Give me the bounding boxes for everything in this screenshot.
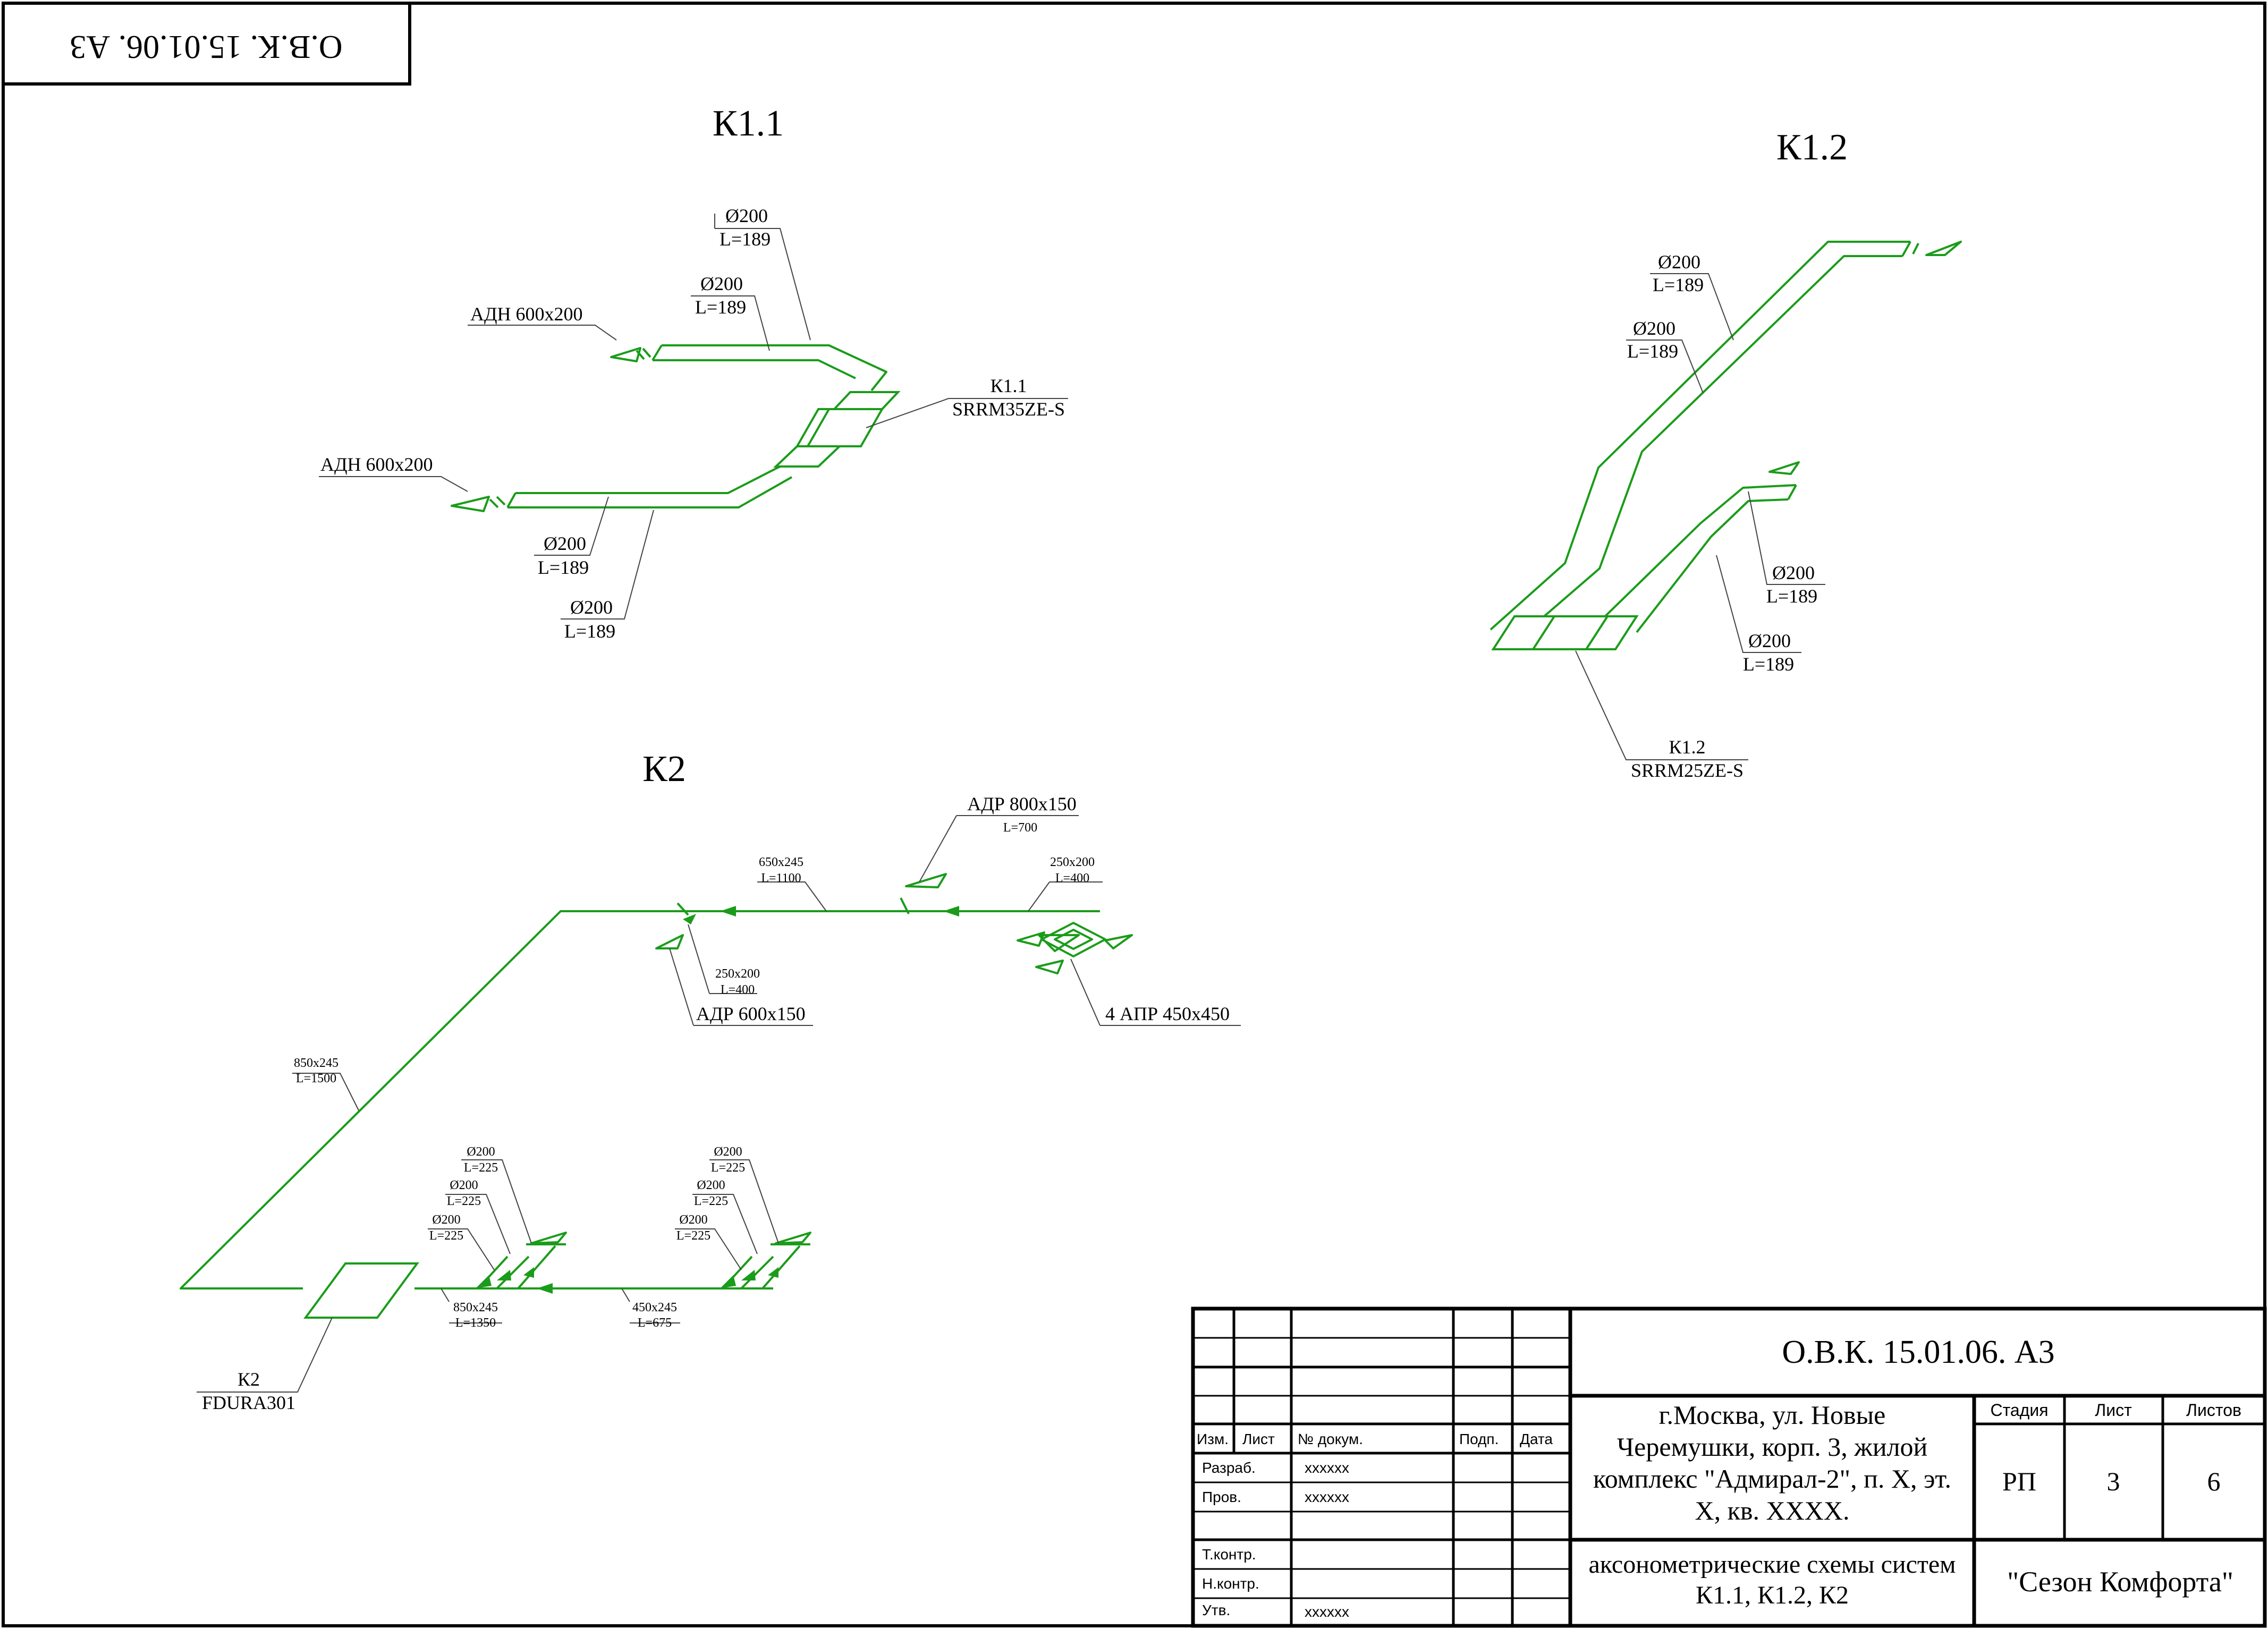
k11-label-d3: Ø200 (544, 533, 586, 554)
k12-label-l1: L=189 (1653, 274, 1704, 295)
k12-label-l2: L=189 (1627, 341, 1678, 362)
k2-top-run-size: 650х245 (759, 855, 803, 869)
k12-label-l3: L=189 (1766, 586, 1817, 607)
k2-a3-l: L=225 (429, 1229, 463, 1243)
k2-unit-name: К2 (238, 1369, 260, 1390)
k12-unit-model: SRRM25ZE-S (1631, 760, 1744, 781)
title-block: О.В.К. 15.01.06. А3 г.Москва, ул. Новые … (1191, 1306, 2267, 1628)
k2-b3-l: L=225 (676, 1229, 710, 1243)
k2-diffuser: 4 АПР 450х450 (1105, 1003, 1230, 1024)
k2-top-run-length: L=1100 (761, 871, 801, 885)
k11-label-d4: Ø200 (570, 597, 613, 618)
col-date: Дата (1520, 1431, 1553, 1447)
k12-title: К1.2 (1776, 127, 1848, 168)
k2-b1-l: L=225 (711, 1161, 745, 1175)
value-stage: РП (2002, 1466, 2036, 1496)
col-doc: № докум. (1298, 1431, 1363, 1447)
address-line-4: Х, кв. ХХХХ. (1695, 1496, 1850, 1525)
address-line-3: комплекс "Адмирал-2", п. Х, эт. (1593, 1464, 1951, 1494)
k2-a2-l: L=225 (447, 1194, 481, 1208)
k11-unit-name: К1.1 (990, 375, 1027, 396)
k2-riser-length: L=1500 (296, 1072, 336, 1085)
k11-label-d2: Ø200 (700, 273, 743, 294)
address-line-1: г.Москва, ул. Новые (1659, 1400, 1886, 1430)
k2-right-branch-length: L=400 (1055, 871, 1089, 885)
k2-adr600-name: АДР 600х150 (696, 1003, 806, 1024)
k12-label-d4: Ø200 (1748, 630, 1791, 651)
k2-b3-d: Ø200 (679, 1213, 707, 1227)
k11-label-l1: L=189 (720, 228, 771, 250)
k2-adr800-length: L=700 (1003, 821, 1037, 835)
k11-grille-bottom: АДН 600х200 (320, 454, 433, 475)
k11-label-l4: L=189 (564, 621, 615, 642)
sheet-title-line-2: К1.1, К1.2, К2 (1696, 1581, 1849, 1609)
k2-b2-d: Ø200 (697, 1178, 725, 1192)
k12-label-l4: L=189 (1743, 654, 1794, 675)
name-developed: хххххх (1305, 1460, 1349, 1476)
role-ncontrol: Н.контр. (1202, 1575, 1259, 1592)
corner-stamp: О.В.К. 15.01.06. А3 (2, 2, 411, 86)
role-approved: Утв. (1202, 1602, 1230, 1618)
role-tcontrol: Т.контр. (1202, 1546, 1256, 1563)
value-sheets: 6 (2207, 1466, 2221, 1496)
system-k2: К2 850х245 (180, 749, 1241, 1413)
company-name: "Сезон Комфорта" (2007, 1566, 2233, 1598)
k2-b1-d: Ø200 (714, 1145, 742, 1159)
address-line-2: Черемушки, корп. 3, жилой (1617, 1432, 1928, 1462)
k2-right-branch-size: 250х200 (1050, 855, 1095, 869)
k11-label-l2: L=189 (695, 296, 746, 318)
col-list: Лист (1242, 1431, 1275, 1447)
k2-a3-d: Ø200 (432, 1213, 460, 1227)
k11-title: К1.1 (713, 103, 784, 144)
title-block-code: О.В.К. 15.01.06. А3 (1782, 1334, 2054, 1370)
header-stage: Стадия (1990, 1401, 2048, 1420)
k2-a2-d: Ø200 (450, 1178, 478, 1192)
k2-bottom1-size: 850х245 (453, 1301, 498, 1314)
k12-label-d1: Ø200 (1658, 251, 1700, 273)
header-sheets: Листов (2186, 1401, 2241, 1420)
col-sign: Подп. (1459, 1431, 1499, 1447)
k2-title: К2 (642, 749, 686, 790)
k2-a1-l: L=225 (464, 1161, 498, 1175)
sheet-title-line-1: аксонометрические схемы систем (1588, 1550, 1956, 1579)
k2-riser-size: 850х245 (294, 1056, 338, 1070)
k2-bottom2-size: 450х245 (632, 1301, 677, 1314)
k12-unit-name: К1.2 (1669, 736, 1705, 758)
system-k11: К1.1 Ø200 L=189 Ø200 L=189 АДН 600х200 А… (319, 103, 1068, 642)
header-sheet: Лист (2095, 1401, 2132, 1420)
k11-label-l3: L=189 (538, 557, 589, 578)
k12-label-d2: Ø200 (1633, 318, 1675, 339)
k2-unit-model: FDURA301 (202, 1392, 295, 1413)
k2-left-branch-length: L=400 (721, 983, 755, 997)
col-izm: Изм. (1197, 1431, 1229, 1447)
name-approved: хххххх (1305, 1603, 1349, 1620)
k2-b2-l: L=225 (694, 1194, 728, 1208)
k2-adr800-name: АДР 800х150 (967, 793, 1077, 814)
value-sheet: 3 (2107, 1466, 2120, 1496)
name-checked: хххххх (1305, 1489, 1349, 1505)
system-k12: К1.2 Ø200 L=189 Ø200 L=189 Ø200 L=189 Ø2… (1490, 127, 1962, 781)
k2-bottom2-length: L=675 (638, 1316, 672, 1330)
k2-bottom1-length: L=1350 (455, 1316, 496, 1330)
k12-label-d3: Ø200 (1772, 562, 1815, 583)
k2-left-branch-size: 250х200 (715, 967, 760, 981)
k11-grille-top: АДН 600х200 (470, 303, 583, 325)
k2-a1-d: Ø200 (467, 1145, 495, 1159)
k11-label-d1: Ø200 (725, 205, 768, 226)
role-checked: Пров. (1202, 1489, 1241, 1505)
corner-stamp-code: О.В.К. 15.01.06. А3 (70, 29, 342, 65)
role-developed: Разраб. (1202, 1460, 1256, 1476)
k11-unit-model: SRRM35ZE-S (952, 398, 1065, 420)
